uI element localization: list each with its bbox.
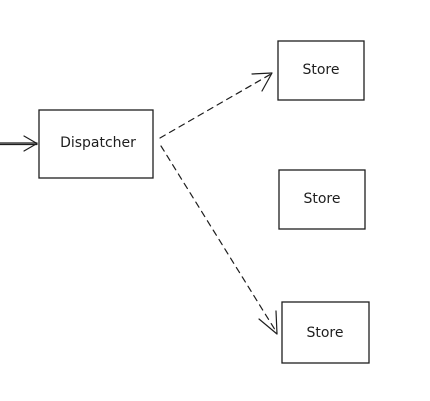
store-node-bottom[interactable]: Store <box>281 301 370 364</box>
store-top-label: Store <box>302 62 339 78</box>
store-node-top[interactable]: Store <box>277 40 365 101</box>
store-middle-label: Store <box>303 191 340 207</box>
store-middle-box <box>278 169 366 230</box>
dispatcher-node[interactable]: Dispatcher <box>38 109 154 179</box>
incoming-arrow <box>0 135 38 152</box>
store-node-middle[interactable]: Store <box>278 169 366 230</box>
dispatcher-label: Dispatcher <box>60 135 136 151</box>
store-bottom-box <box>281 301 370 364</box>
arrow-dispatcher-to-store-top <box>159 72 273 139</box>
dispatcher-box <box>38 109 154 179</box>
store-bottom-label: Store <box>306 325 343 341</box>
arrow-dispatcher-to-store-bottom <box>160 145 278 335</box>
store-top-box <box>277 40 365 101</box>
